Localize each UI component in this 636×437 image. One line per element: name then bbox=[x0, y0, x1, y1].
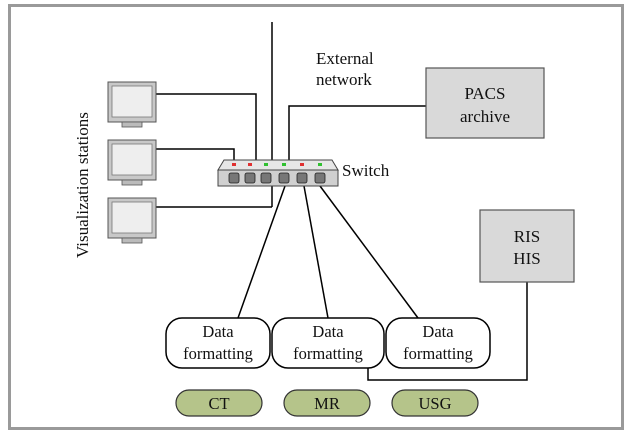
port-led bbox=[282, 163, 286, 166]
ris-his-box: RIS HIS bbox=[479, 209, 575, 283]
formatting-label-line2: formatting bbox=[183, 344, 253, 363]
ris-link bbox=[367, 282, 528, 381]
monitor-icon bbox=[107, 197, 157, 244]
fmt3-link bbox=[319, 185, 419, 319]
modality-usg: USG bbox=[391, 389, 479, 417]
monitor-icon bbox=[107, 81, 157, 128]
formatting-label-line2: formatting bbox=[293, 344, 363, 363]
modality-label: CT bbox=[208, 394, 229, 413]
fmt2-link bbox=[303, 185, 329, 319]
modality-label: USG bbox=[418, 394, 451, 413]
formatting-label-line1: Data bbox=[422, 322, 454, 341]
visualization-stations-label: Visualization stations bbox=[73, 112, 92, 258]
fmt1-link bbox=[237, 185, 286, 319]
port-led bbox=[318, 163, 322, 166]
station2-link bbox=[156, 148, 235, 162]
station1-link bbox=[156, 93, 257, 160]
data-formatting-box: Data formatting bbox=[271, 317, 385, 369]
his-label: HIS bbox=[513, 249, 540, 268]
switch-port bbox=[278, 172, 290, 184]
switch-port bbox=[296, 172, 308, 184]
port-led bbox=[248, 163, 252, 166]
modality-mr: MR bbox=[283, 389, 371, 417]
port-led bbox=[300, 163, 304, 166]
visualization-stations bbox=[107, 81, 157, 244]
formatting-label-line1: Data bbox=[202, 322, 234, 341]
pacs-label-line1: PACS bbox=[465, 84, 506, 103]
switch-port bbox=[314, 172, 326, 184]
formatting-label-line2: formatting bbox=[403, 344, 473, 363]
pacs-label-line2: archive bbox=[460, 107, 510, 126]
pacs-link bbox=[288, 105, 426, 165]
data-formatting-box: Data formatting bbox=[165, 317, 271, 369]
port-led bbox=[264, 163, 268, 166]
external-network-label-line1: External bbox=[316, 49, 374, 68]
modality-ct: CT bbox=[175, 389, 263, 417]
formatting-label-line1: Data bbox=[312, 322, 344, 341]
switch-port bbox=[244, 172, 256, 184]
pacs-archive-box: PACS archive bbox=[425, 67, 545, 139]
switch-port bbox=[260, 172, 272, 184]
data-formatting-box: Data formatting bbox=[385, 317, 491, 369]
switch-ports bbox=[228, 163, 326, 184]
external-network-label-line2: network bbox=[316, 70, 372, 89]
switch-label: Switch bbox=[342, 161, 390, 180]
switch-icon bbox=[217, 159, 339, 187]
ris-label: RIS bbox=[514, 227, 540, 246]
switch-port bbox=[228, 172, 240, 184]
monitor-icon bbox=[107, 139, 157, 186]
port-led bbox=[232, 163, 236, 166]
modality-label: MR bbox=[314, 394, 340, 413]
